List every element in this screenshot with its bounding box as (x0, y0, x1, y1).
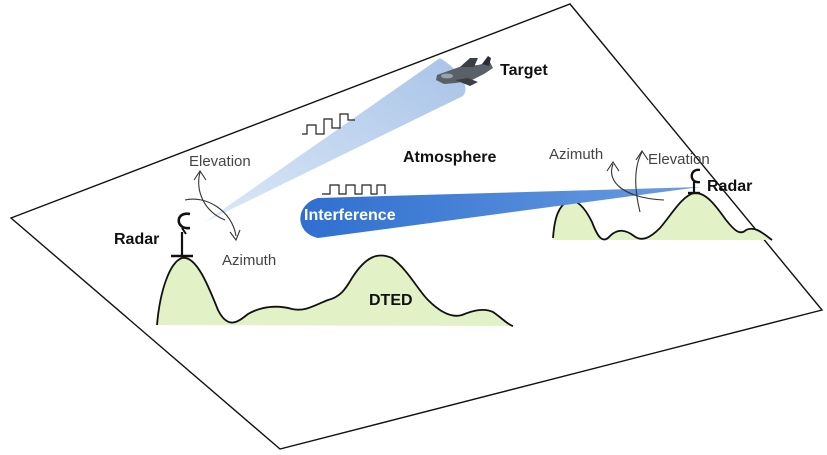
interference-beam (300, 187, 700, 238)
terrain-right (553, 192, 772, 240)
pulse-train-icon (302, 113, 355, 135)
dted-label: DTED (369, 292, 413, 309)
rotation-arrow-icon (606, 150, 665, 213)
interference-label: Interference (304, 207, 396, 224)
azimuth-right-label: Azimuth (549, 146, 603, 163)
terrain-left (157, 255, 513, 326)
terrain-right-outline (552, 192, 773, 241)
azimuth-left-label: Azimuth (222, 252, 276, 269)
radar-left-label: Radar (114, 231, 159, 248)
elevation-right-label: Elevation (648, 151, 710, 168)
elevation-left-label: Elevation (189, 153, 251, 170)
aircraft-icon (436, 56, 493, 86)
pulse-train-icon (322, 184, 386, 195)
atmosphere-label: Atmosphere (403, 149, 496, 166)
radar-right-label: Radar (707, 178, 752, 195)
target-beam (205, 58, 466, 222)
target-label: Target (500, 62, 548, 79)
radar-dish-icon (688, 168, 701, 195)
rotation-arrow-icon (184, 170, 241, 242)
radar-dish-icon (171, 212, 193, 258)
terrain-left-outline (156, 254, 514, 327)
ground-plane (9, 3, 824, 450)
